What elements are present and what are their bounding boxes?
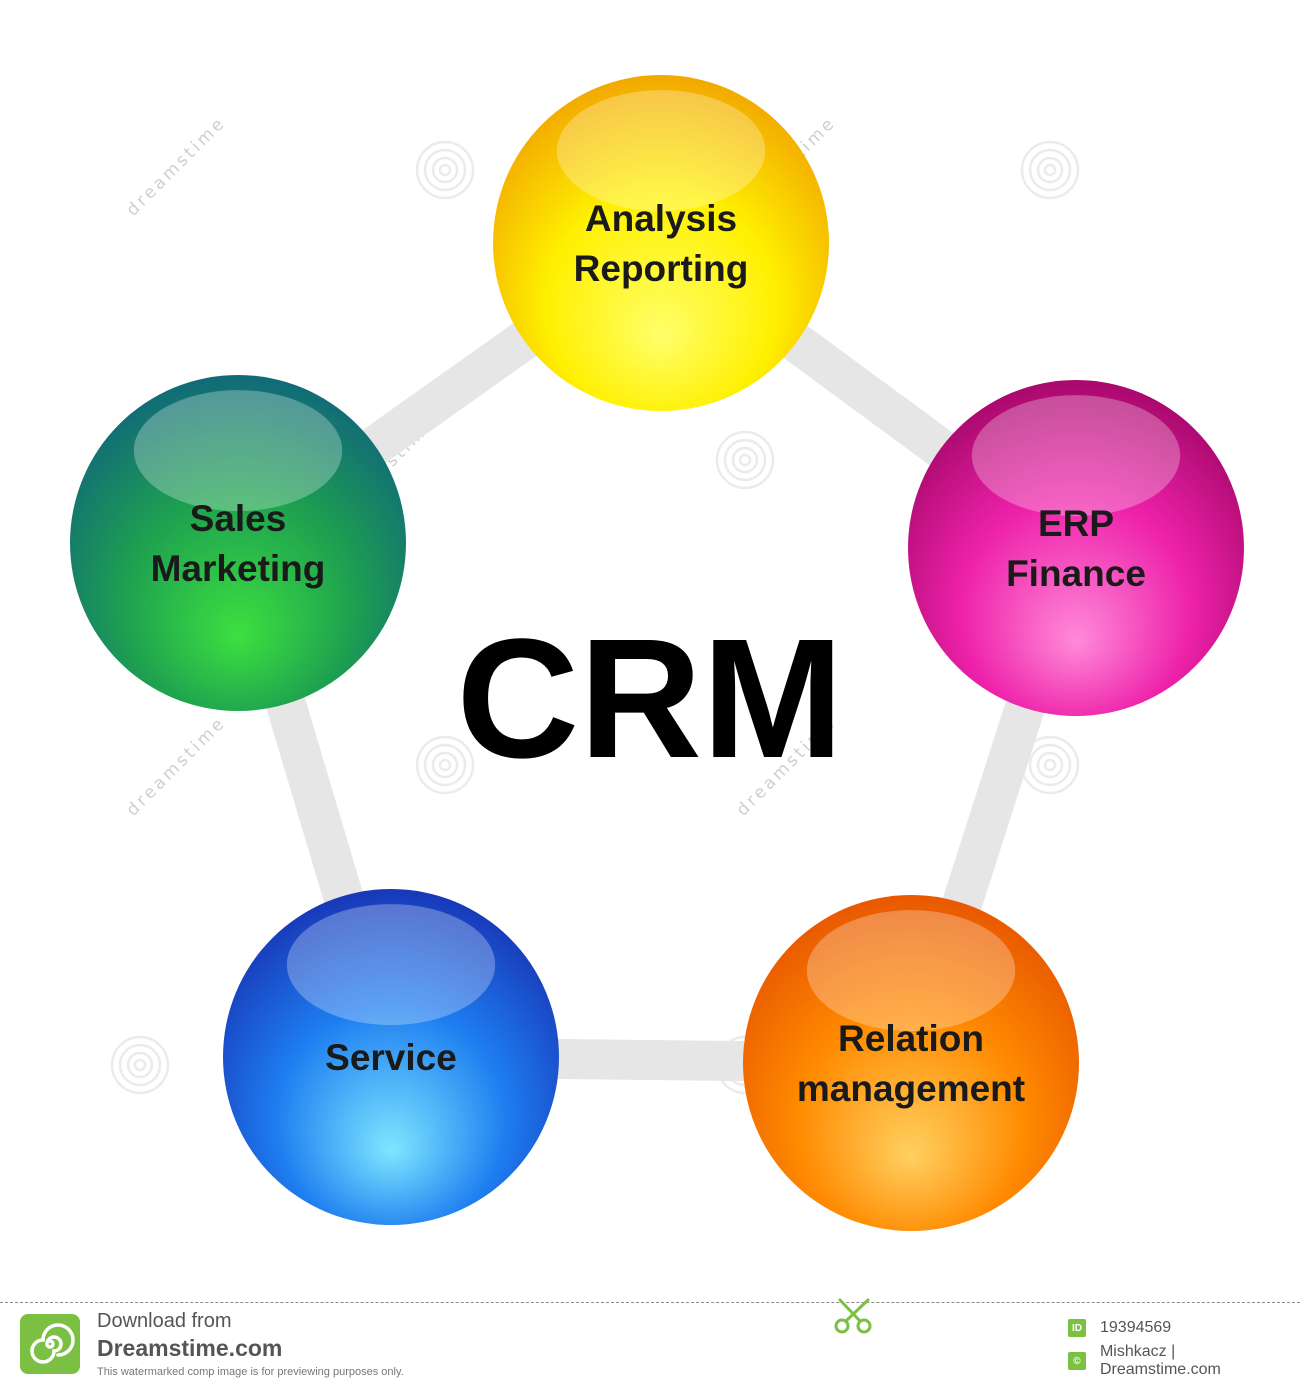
node-label-relation-management: Relation bbox=[838, 1018, 984, 1059]
watermark-swirl-icon bbox=[110, 1035, 170, 1095]
node-label-sales-marketing: Sales bbox=[190, 498, 287, 539]
sphere-service bbox=[223, 889, 559, 1225]
copyright-icon: © bbox=[1068, 1352, 1086, 1370]
sphere-sales-marketing bbox=[70, 375, 406, 711]
node-label-service: Service bbox=[325, 1037, 457, 1078]
image-id: 19394569 bbox=[1100, 1319, 1172, 1336]
sphere-relation-management bbox=[743, 895, 1079, 1231]
crm-diagram: dreamstimedreamstimedreamstimedreamstime… bbox=[70, 75, 1244, 1231]
sphere-highlight bbox=[286, 904, 496, 1026]
dreamstime-logo-icon bbox=[20, 1314, 80, 1374]
node-label-erp-finance: ERP bbox=[1038, 503, 1114, 544]
sphere-analysis-reporting bbox=[493, 75, 829, 411]
scissors-icon bbox=[834, 1298, 872, 1334]
sphere-highlight bbox=[133, 390, 343, 512]
node-label-sales-marketing: Marketing bbox=[151, 548, 326, 589]
id-badge: ID bbox=[1068, 1319, 1086, 1337]
sphere-highlight bbox=[806, 910, 1016, 1032]
watermark-swirl-icon bbox=[415, 140, 475, 200]
node-service: Service bbox=[223, 889, 559, 1225]
node-label-relation-management: management bbox=[797, 1068, 1025, 1109]
download-footer: Download from Dreamstime.com This waterm… bbox=[0, 1298, 1300, 1390]
image-id-row: ID 19394569 bbox=[1068, 1317, 1171, 1339]
credit-text: Mishkacz | Dreamstime.com bbox=[1099, 1343, 1221, 1378]
node-erp-finance: ERP Finance bbox=[908, 380, 1244, 716]
watermark-swirl-icon bbox=[415, 735, 475, 795]
node-relation-management: Relation management bbox=[743, 895, 1079, 1231]
watermark-swirl-icon bbox=[1020, 140, 1080, 200]
site-name[interactable]: Dreamstime.com bbox=[97, 1335, 283, 1361]
watermark-text: dreamstime bbox=[123, 113, 231, 221]
watermark-swirl-icon bbox=[715, 430, 775, 490]
node-label-analysis-reporting: Analysis bbox=[585, 198, 737, 239]
cut-line bbox=[0, 1302, 1300, 1303]
credit-row: © Mishkacz | Dreamstime.com bbox=[1068, 1343, 1300, 1378]
watermark-note: This watermarked comp image is for previ… bbox=[97, 1366, 404, 1378]
node-label-analysis-reporting: Reporting bbox=[574, 248, 749, 289]
sphere-highlight bbox=[556, 90, 766, 212]
sphere-erp-finance bbox=[908, 380, 1244, 716]
download-from-text: Download from bbox=[97, 1310, 232, 1332]
sphere-highlight bbox=[971, 395, 1181, 517]
crm-center-label: CRM bbox=[456, 604, 843, 794]
node-label-erp-finance: Finance bbox=[1006, 553, 1146, 594]
watermark-text: dreamstime bbox=[123, 713, 231, 821]
